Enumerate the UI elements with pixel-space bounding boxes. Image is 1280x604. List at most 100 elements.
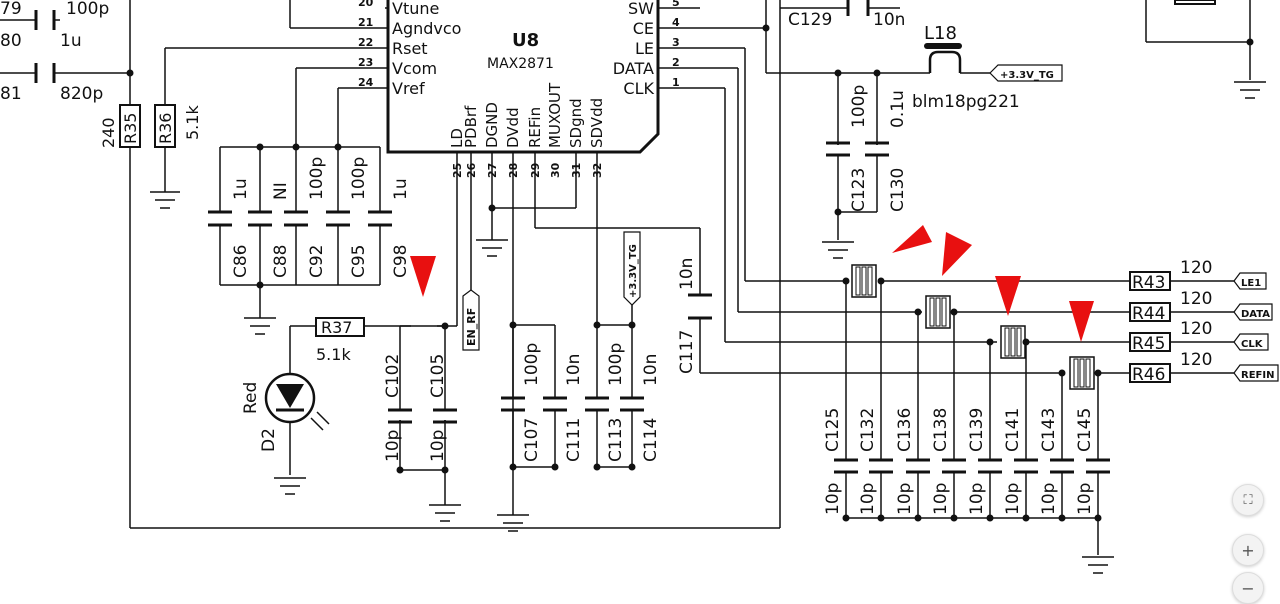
cap-bank-bottom: C12510pC13210pC13610pC13810pC13910pC1411… (823, 408, 1110, 515)
cap-value: 10n (641, 354, 661, 386)
bead-stripe (1073, 358, 1079, 388)
pin-number: 30 (549, 162, 562, 178)
resistor-ref: R35 (121, 113, 140, 144)
net-label-text: +3.3V_TG (628, 244, 639, 298)
net-label-text: REFIN (1241, 370, 1274, 381)
junction-dot (396, 466, 404, 474)
pin-name: SDVdd (588, 98, 606, 148)
zoom-out-button[interactable]: − (1232, 572, 1264, 604)
resistor-r36: R36 5.1k (154, 104, 202, 148)
pin-number: 20 (358, 0, 374, 9)
red-arrow-marker (942, 232, 972, 276)
junction-dot (877, 277, 885, 285)
ic-ref: U8 (512, 30, 539, 51)
red-arrow-marker (410, 256, 436, 297)
cap-value: 0.1u (888, 90, 908, 128)
resistor-r37: R37 5.1k (315, 317, 365, 364)
pin-number: 22 (358, 36, 373, 49)
pin-name: SW (628, 0, 654, 18)
net-label-text: LE1 (1241, 278, 1261, 289)
cap-ref: C123 (849, 168, 869, 212)
cap-value: 100p (522, 343, 542, 386)
junction-dot (950, 308, 958, 316)
pin-name: LE (635, 39, 654, 58)
pin-number: 25 (451, 163, 464, 178)
capacitor: C123 100p (826, 85, 869, 212)
led-d2: Red D2 (241, 372, 330, 452)
pin-number: 23 (358, 56, 373, 69)
junction-dot (950, 514, 958, 522)
resistor-value: 240 (99, 117, 118, 148)
junction-dot (842, 514, 850, 522)
pin-name: PDBrf (462, 105, 480, 148)
junction-dot (334, 143, 342, 151)
capacitor-c117: C117 10n (677, 258, 712, 374)
resistor-ref: R46 (1132, 365, 1165, 385)
cap-ref: C107 (522, 418, 542, 462)
cap-ref: C111 (564, 418, 584, 462)
ferrite-beads (851, 264, 1095, 390)
inductor-part: blm18pg221 (912, 92, 1020, 112)
cap-ref: C145 (1075, 408, 1095, 452)
resistor-r35: R35 240 (99, 104, 141, 148)
junction-dot (1022, 514, 1030, 522)
partial-ref-79: 79 (0, 0, 22, 19)
net-label-text: +3.3V_TG (1000, 70, 1054, 81)
ic-bottom-pins: LD25PDBrf26DGND27DVdd28REFin29MUXOUT30SD… (448, 82, 606, 178)
bead-stripe (929, 297, 935, 327)
cap-value: 100p (849, 85, 869, 128)
cap-value: 10p (1039, 483, 1059, 515)
pin-number: 21 (358, 16, 373, 29)
fit-view-button[interactable]: ⛶ (1232, 484, 1264, 516)
junction-dot (1094, 369, 1102, 377)
inductor-ref: L18 (924, 23, 957, 44)
cap-value: NI (271, 182, 291, 200)
junction-dot (593, 463, 601, 471)
resistor-value: 120 (1180, 350, 1212, 370)
cap-value: 10p (895, 483, 915, 515)
cap-ref: C136 (895, 408, 915, 452)
bead-stripe (1016, 327, 1022, 357)
junction-dot (1246, 38, 1254, 46)
cap-ref: C113 (606, 418, 626, 462)
capacitor: C107 100p (501, 325, 542, 467)
ferrite-bead (1069, 356, 1095, 390)
pin-number: 24 (358, 76, 374, 89)
zoom-in-button[interactable]: + (1232, 534, 1264, 566)
junction-dot (914, 514, 922, 522)
junction-dot (256, 281, 264, 289)
junction-dot (126, 69, 134, 77)
pin-name: Vref (392, 79, 425, 98)
cap-ref: C88 (271, 244, 291, 278)
ferrite-bead (1000, 325, 1026, 359)
net-label-le1: LE1 (1233, 272, 1267, 290)
cap-value: 1u (391, 178, 411, 200)
resistor-value: 5.1k (183, 105, 202, 140)
resistor-ref: R36 (156, 113, 175, 144)
resistor-value: 120 (1180, 258, 1212, 278)
capacitor: C113 100p (585, 325, 626, 467)
bead-stripe (861, 266, 867, 296)
pin-name: DATA (613, 59, 654, 78)
cap-ref: C117 (677, 330, 697, 374)
cap-value: 10p (428, 430, 448, 462)
ic-u8: U8 MAX2871 (487, 30, 554, 72)
capacitor-c129: C129 10n (788, 10, 905, 30)
led-ref: D2 (259, 428, 279, 452)
pin-number: 27 (486, 163, 499, 178)
junction-dot (986, 338, 994, 346)
cap-value-1u: 1u (60, 31, 82, 51)
cap-value: 100p (606, 343, 626, 386)
junction-dots (126, 24, 1254, 522)
